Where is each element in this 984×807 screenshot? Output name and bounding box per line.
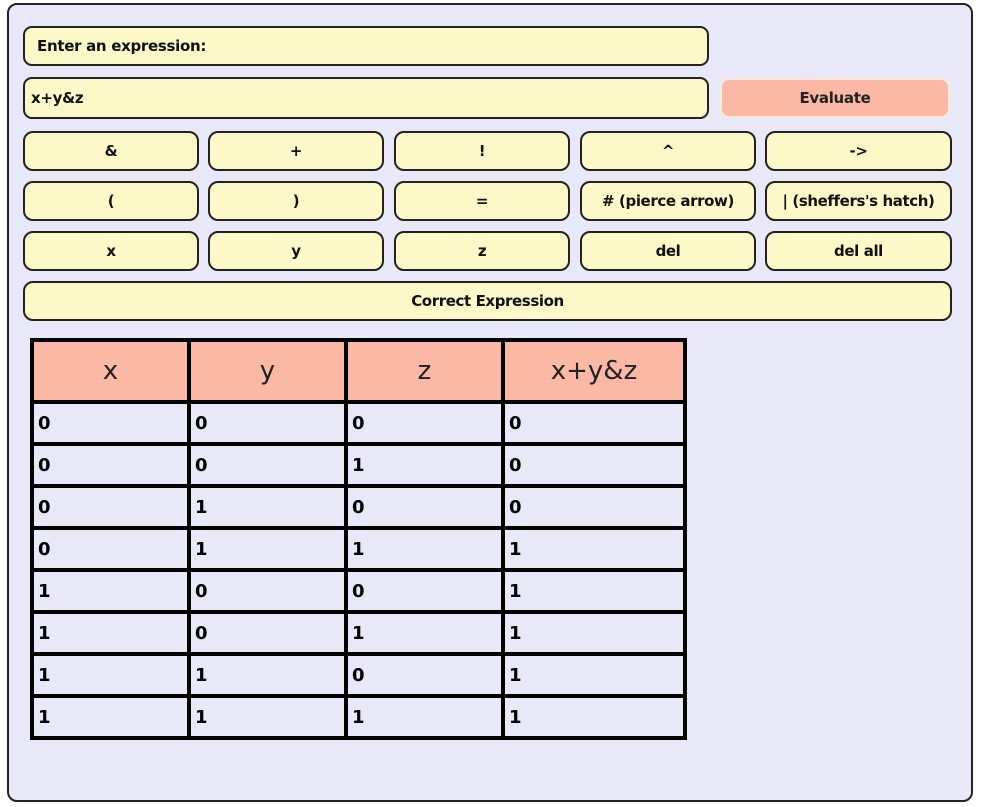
key-xor[interactable]: ^ bbox=[580, 131, 756, 171]
table-cell: 1 bbox=[187, 526, 348, 572]
table-cell: 1 bbox=[187, 694, 348, 740]
table-cell: 1 bbox=[344, 610, 505, 656]
key-implies[interactable]: -> bbox=[765, 131, 952, 171]
table-cell: 0 bbox=[501, 442, 687, 488]
column-header-x: x bbox=[30, 338, 191, 404]
table-cell: 0 bbox=[30, 400, 191, 446]
key-or[interactable]: + bbox=[208, 131, 384, 171]
table-cell: 0 bbox=[30, 484, 191, 530]
correct-expression-button[interactable]: Correct Expression bbox=[23, 281, 952, 321]
table-cell: 1 bbox=[30, 652, 191, 698]
table-row: 0 0 1 0 bbox=[30, 442, 687, 488]
table-cell: 1 bbox=[344, 694, 505, 740]
evaluate-button[interactable]: Evaluate bbox=[720, 78, 950, 118]
table-cell: 1 bbox=[501, 652, 687, 698]
table-row: 1 0 0 1 bbox=[30, 568, 687, 614]
key-close-paren[interactable]: ) bbox=[208, 181, 384, 221]
table-row: 0 1 0 0 bbox=[30, 484, 687, 530]
table-cell: 0 bbox=[187, 568, 348, 614]
key-delete[interactable]: del bbox=[580, 231, 756, 271]
key-y[interactable]: y bbox=[208, 231, 384, 271]
table-cell: 1 bbox=[501, 568, 687, 614]
table-cell: 0 bbox=[344, 568, 505, 614]
table-cell: 0 bbox=[187, 442, 348, 488]
table-cell: 1 bbox=[187, 484, 348, 530]
table-cell: 0 bbox=[30, 526, 191, 572]
truth-table-header-row: x y z x+y&z bbox=[30, 338, 687, 404]
key-not[interactable]: ! bbox=[394, 131, 570, 171]
key-x[interactable]: x bbox=[23, 231, 199, 271]
table-cell: 0 bbox=[344, 400, 505, 446]
table-cell: 0 bbox=[187, 400, 348, 446]
table-row: 1 1 1 1 bbox=[30, 694, 687, 740]
table-row: 0 1 1 1 bbox=[30, 526, 687, 572]
table-cell: 0 bbox=[30, 442, 191, 488]
table-cell: 0 bbox=[501, 484, 687, 530]
table-cell: 1 bbox=[501, 526, 687, 572]
table-cell: 0 bbox=[501, 400, 687, 446]
truth-table: x y z x+y&z 0 0 0 0 0 0 1 0 0 1 0 0 0 1 … bbox=[30, 338, 687, 740]
table-cell: 1 bbox=[187, 652, 348, 698]
table-row: 1 0 1 1 bbox=[30, 610, 687, 656]
table-cell: 1 bbox=[501, 694, 687, 740]
table-cell: 1 bbox=[30, 610, 191, 656]
key-pierce-arrow[interactable]: # (pierce arrow) bbox=[580, 181, 756, 221]
prompt-label: Enter an expression: bbox=[23, 26, 709, 66]
column-header-z: z bbox=[344, 338, 505, 404]
table-cell: 0 bbox=[344, 484, 505, 530]
key-open-paren[interactable]: ( bbox=[23, 181, 199, 221]
key-equals[interactable]: = bbox=[394, 181, 570, 221]
key-sheffer-stroke[interactable]: | (sheffers's hatch) bbox=[765, 181, 952, 221]
table-cell: 1 bbox=[501, 610, 687, 656]
key-and[interactable]: & bbox=[23, 131, 199, 171]
table-cell: 1 bbox=[30, 694, 191, 740]
expression-input[interactable]: x+y&z bbox=[23, 77, 709, 119]
table-cell: 0 bbox=[344, 652, 505, 698]
column-header-result: x+y&z bbox=[501, 338, 687, 404]
key-delete-all[interactable]: del all bbox=[765, 231, 952, 271]
table-cell: 1 bbox=[344, 526, 505, 572]
table-row: 0 0 0 0 bbox=[30, 400, 687, 446]
table-cell: 0 bbox=[187, 610, 348, 656]
table-row: 1 1 0 1 bbox=[30, 652, 687, 698]
column-header-y: y bbox=[187, 338, 348, 404]
table-cell: 1 bbox=[344, 442, 505, 488]
key-z[interactable]: z bbox=[394, 231, 570, 271]
table-cell: 1 bbox=[30, 568, 191, 614]
